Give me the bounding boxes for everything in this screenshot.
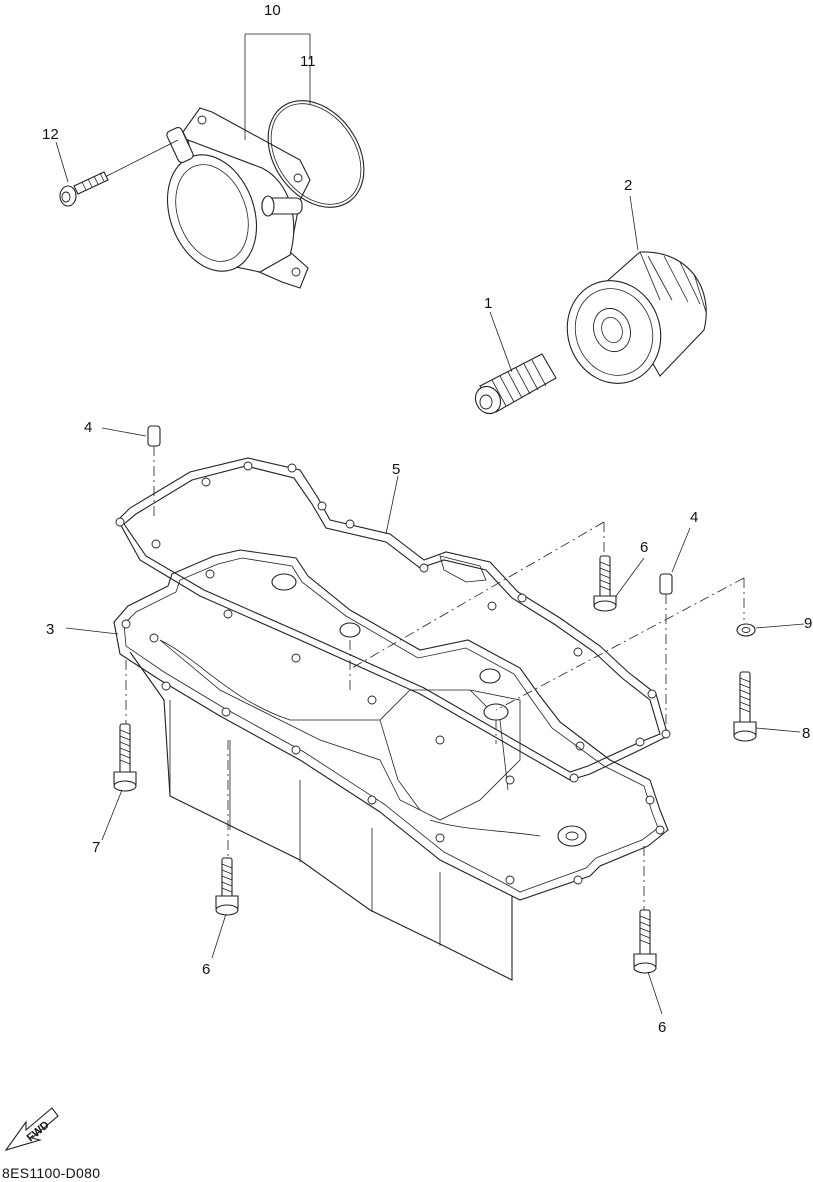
dowel-pin-right bbox=[659, 527, 691, 730]
cooler-bolt bbox=[59, 139, 179, 207]
callout-3: 3 bbox=[46, 621, 54, 638]
callout-10: 10 bbox=[264, 2, 281, 19]
bolt-7 bbox=[113, 723, 137, 792]
oil-pan-bolt-holes bbox=[121, 569, 665, 885]
oil-filter bbox=[566, 251, 707, 384]
callout-4-right: 4 bbox=[690, 509, 698, 526]
callout-1: 1 bbox=[484, 295, 492, 312]
callout-6-top: 6 bbox=[640, 539, 648, 556]
callout-4-left: 4 bbox=[84, 419, 92, 436]
callout-6-bottom-right: 6 bbox=[658, 1019, 666, 1036]
oil-cooler-assembly bbox=[166, 107, 311, 289]
callout-9: 9 bbox=[804, 615, 812, 632]
union-bolt bbox=[474, 353, 557, 415]
gasket-bolt-holes bbox=[115, 461, 671, 783]
callout-5: 5 bbox=[392, 461, 400, 478]
bolt-6-top bbox=[593, 555, 617, 612]
fwd-arrow-icon: FWD bbox=[4, 1107, 59, 1151]
bolt-8 bbox=[733, 671, 757, 742]
diagram-code: 8ES1100-D080 bbox=[2, 1165, 100, 1181]
dowel-pin-left bbox=[101, 425, 161, 520]
oil-pan bbox=[113, 549, 669, 981]
callout-6-bottom-left: 6 bbox=[202, 961, 210, 978]
callout-2: 2 bbox=[624, 177, 632, 194]
callout-8: 8 bbox=[802, 725, 810, 742]
washer bbox=[736, 623, 756, 637]
oil-pan-gasket bbox=[115, 457, 671, 783]
callout-12: 12 bbox=[42, 126, 59, 143]
callout-7: 7 bbox=[92, 839, 100, 856]
o-ring bbox=[267, 100, 365, 208]
bolt-6-bottom-left bbox=[215, 857, 239, 916]
bolt-6-bottom-right bbox=[633, 909, 657, 974]
callout-11: 11 bbox=[300, 53, 316, 70]
